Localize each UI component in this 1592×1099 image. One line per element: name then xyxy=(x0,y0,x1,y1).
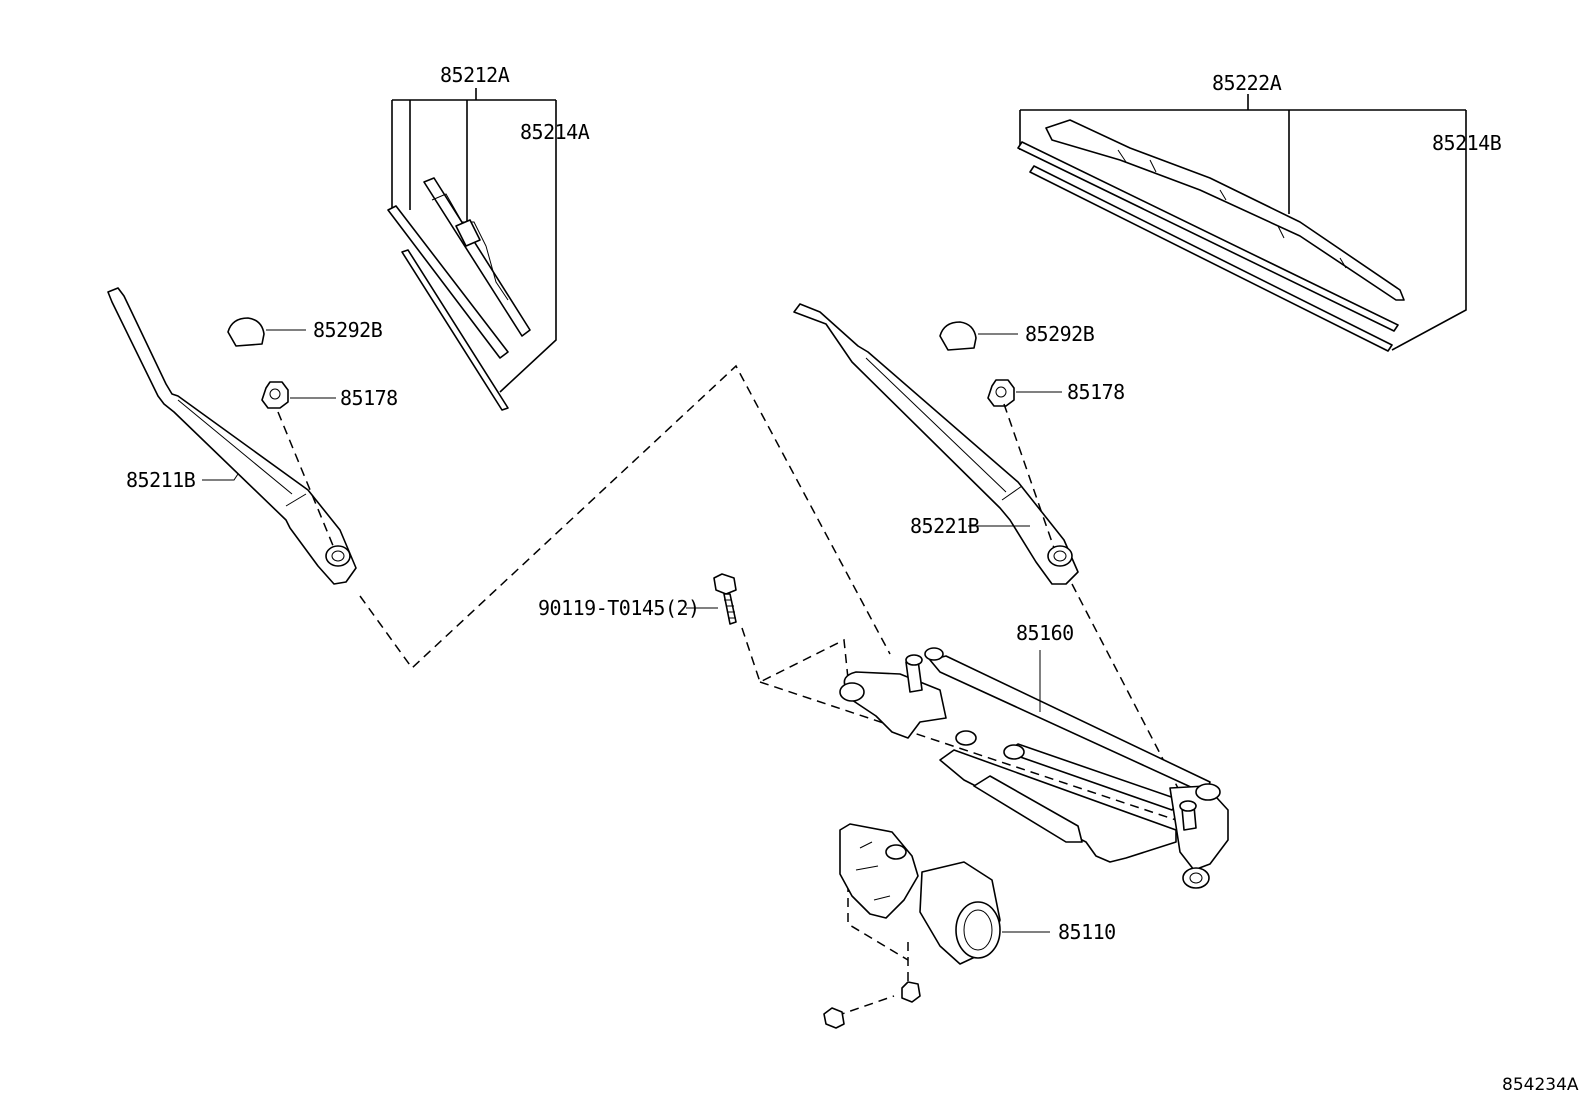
callout-85212A: 85212A xyxy=(440,63,510,87)
callout-nut-right: 85178 xyxy=(1067,380,1125,404)
figure-id: 854234A xyxy=(1502,1075,1579,1095)
nut-left xyxy=(261,381,289,409)
pivot-cap-right xyxy=(939,321,977,351)
callout-nut-left: 85178 xyxy=(340,386,398,410)
callout-arm-right: 85221B xyxy=(910,514,980,538)
bolt xyxy=(713,573,737,625)
callout-85214B: 85214B xyxy=(1432,131,1502,155)
nut-right xyxy=(987,379,1015,407)
wiper-arm-right xyxy=(793,303,1079,585)
callout-arm-left: 85211B xyxy=(126,468,196,492)
callout-link-assy: 85160 xyxy=(1016,621,1074,645)
right-wiper-blade xyxy=(1017,94,1467,352)
callout-cap-right: 85292B xyxy=(1025,322,1095,346)
assembly-dashed-lines xyxy=(277,364,1181,1017)
callout-bolt: 90119-T0145(2) xyxy=(538,596,700,620)
callout-85214A: 85214A xyxy=(520,120,590,144)
wiper-motor xyxy=(823,823,1001,1029)
pivot-cap-left xyxy=(227,317,265,347)
wiper-link-assembly xyxy=(839,647,1229,889)
callout-85222A: 85222A xyxy=(1212,71,1282,95)
callout-cap-left: 85292B xyxy=(313,318,383,342)
callout-motor: 85110 xyxy=(1058,920,1116,944)
wiper-arm-left xyxy=(107,287,357,585)
left-wiper-blade xyxy=(387,88,557,411)
